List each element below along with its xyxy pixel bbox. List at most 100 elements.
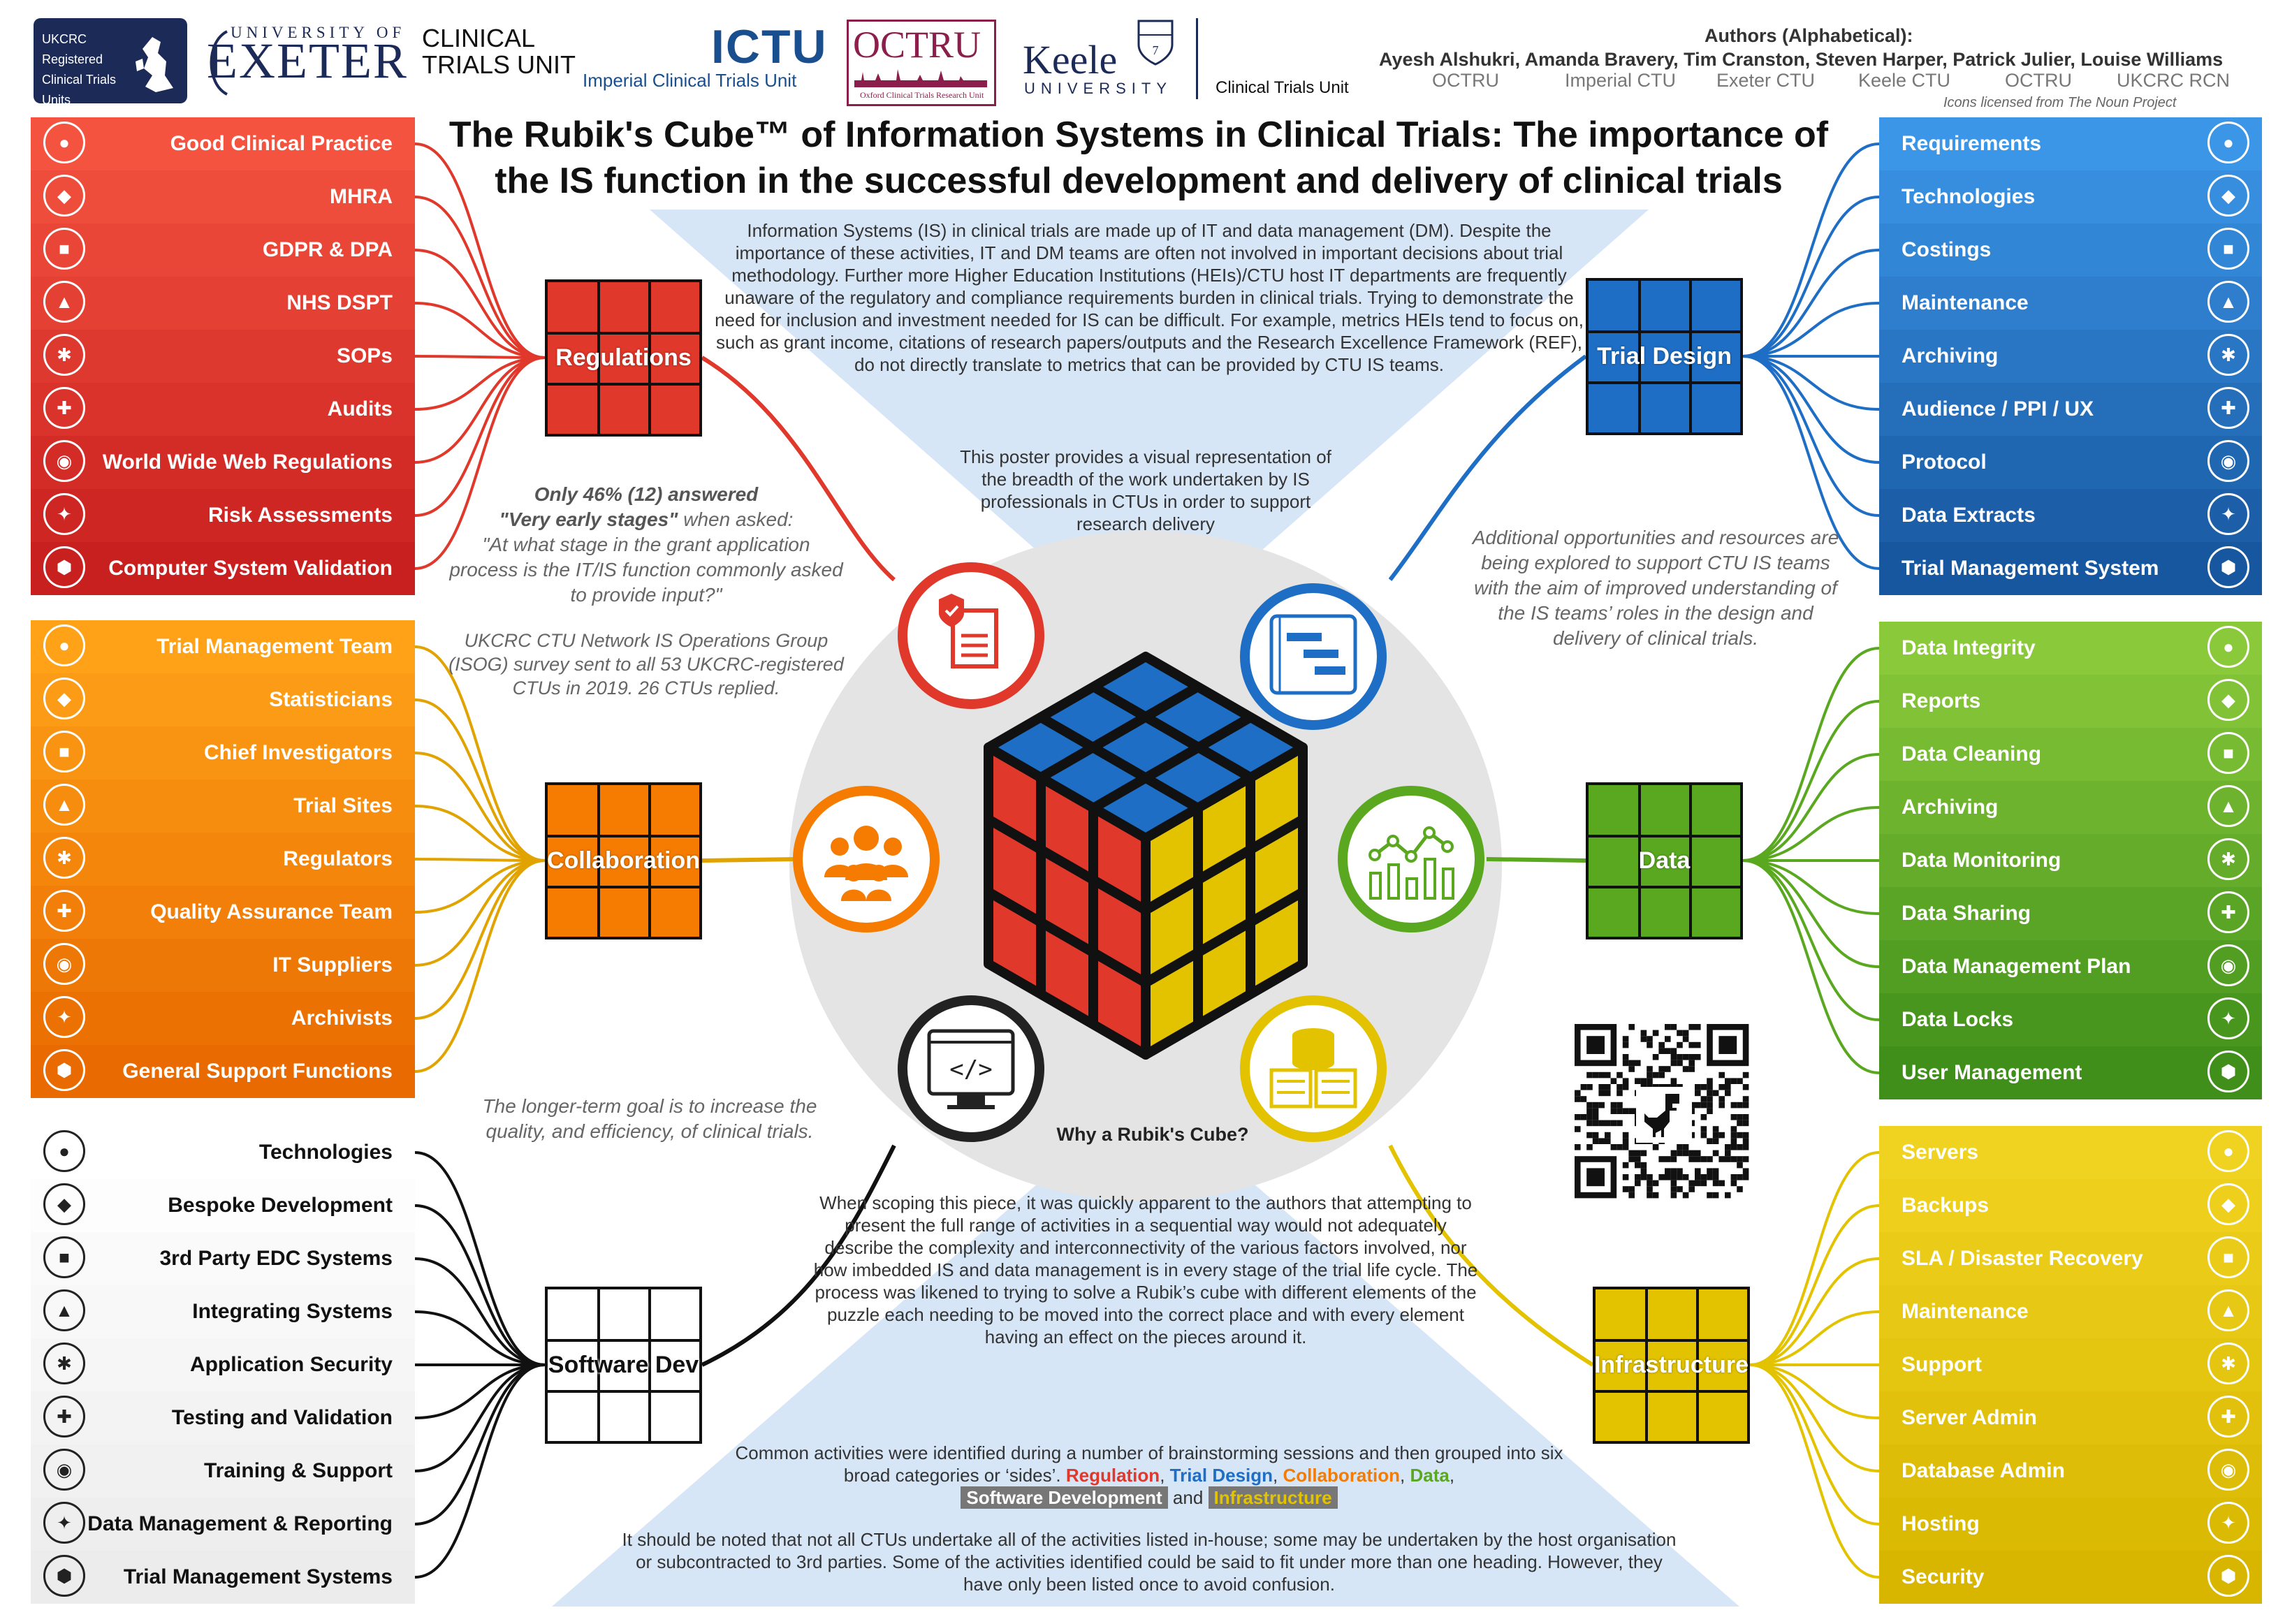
- tms-icon: ⬢: [43, 1555, 85, 1597]
- additional-opportunities-text: Additional opportunities and resources a…: [1472, 527, 1839, 649]
- testing-icon: ✚: [43, 1396, 85, 1438]
- regulations-connector: [414, 356, 546, 411]
- data-connector: [1742, 859, 1880, 1074]
- software-item-label: Technologies: [258, 1141, 393, 1164]
- exeter-swoosh-icon: [210, 30, 228, 96]
- software-list-item: ✦Data Management & Reporting: [31, 1498, 415, 1551]
- software-connector: [414, 1257, 546, 1366]
- survey-answer-bold-2: "Very early stages": [499, 509, 678, 530]
- side-word-collaboration: Collaboration: [1283, 1465, 1401, 1486]
- collaboration-connector: [414, 859, 546, 1073]
- software-connector: [414, 1204, 546, 1366]
- top-triangle: [650, 210, 1649, 650]
- regulations-list-item: ✱SOPs: [31, 330, 415, 383]
- data-center-connector: [1486, 857, 1586, 863]
- trial-design-list-item: ▲Maintenance: [1879, 277, 2262, 330]
- database-admin-icon: ◉: [2207, 1449, 2249, 1491]
- regulations-item-label: MHRA: [330, 185, 393, 208]
- collaboration-center-connector: [701, 857, 797, 863]
- collaboration-list-item: ✱Regulators: [31, 833, 415, 886]
- infrastructure-item-label: Database Admin: [1902, 1459, 2065, 1482]
- shield-lock-icon: ✱: [43, 1343, 85, 1384]
- software-dev-grid-label: Software Dev: [548, 1352, 699, 1378]
- ukcrc-logo-text: UKCRC Registered Clinical Trials Units: [42, 32, 117, 107]
- headset-icon: ✱: [2207, 1343, 2249, 1384]
- data-connector: [1742, 859, 1880, 968]
- trial-design-connector: [1742, 355, 1880, 517]
- collaboration-list-item: ▲Trial Sites: [31, 780, 415, 833]
- long-term-goal-text: The longer-term goal is to increase the …: [482, 1095, 817, 1142]
- collaboration-list-item: ◉IT Suppliers: [31, 939, 415, 992]
- authors-heading: Authors (Alphabetical):: [1705, 25, 1913, 46]
- infrastructure-item-label: Backups: [1902, 1194, 1990, 1217]
- data-connector: [1742, 753, 1880, 862]
- trial-design-list-item: ✚Audience / PPI / UX: [1879, 383, 2262, 436]
- survey-answer-bold-1: Only 46% (12) answered: [534, 483, 759, 505]
- bar-chart-eye-icon: ✱: [2207, 838, 2249, 880]
- share-doc-icon: ✚: [2207, 891, 2249, 933]
- regulations-connector: [414, 356, 546, 570]
- regulations-list-item: ⬢Computer System Validation: [31, 542, 415, 595]
- software-list-item: ◆Bespoke Development: [31, 1179, 415, 1232]
- exeter-wordmark: EXETER: [207, 33, 408, 89]
- trial-design-list-item: ⬢Trial Management System: [1879, 542, 2262, 595]
- regulations-item-label: Risk Assessments: [207, 504, 393, 527]
- collaboration-item-label: IT Suppliers: [272, 953, 393, 976]
- data-connector: [1742, 859, 1880, 915]
- regulations-grid-label: Regulations: [555, 344, 692, 371]
- trial-design-grid: Trial Design: [1586, 278, 1743, 435]
- software-item-label: Data Management & Reporting: [87, 1512, 393, 1535]
- plan-gear-icon: ◉: [2207, 944, 2249, 986]
- data-list-item: ⬢User Management: [1879, 1046, 2262, 1099]
- software-item-label: 3rd Party EDC Systems: [159, 1247, 393, 1270]
- collaboration-connector: [414, 859, 546, 967]
- data-connector: [1742, 700, 1880, 862]
- regulator-icon: ✱: [43, 837, 85, 879]
- team-icon: ●: [43, 624, 85, 666]
- data-list-item: ✦Data Locks: [1879, 993, 2262, 1046]
- svg-text:</>: </>: [949, 1055, 992, 1083]
- collaboration-item-label: Quality Assurance Team: [150, 900, 393, 923]
- infrastructure-list-item: ✱ Support: [1879, 1338, 2262, 1391]
- collaboration-team-icon: [793, 786, 940, 932]
- document-lock-icon: ■: [43, 228, 85, 270]
- integration-icon: ▲: [43, 1289, 85, 1331]
- icons-credit: Icons licensed from The Noun Project: [1943, 95, 2177, 110]
- side-word-trial-design: Trial Design: [1169, 1465, 1273, 1486]
- data-item-label: Data Integrity: [1902, 636, 2036, 659]
- trial-design-item-label: Audience / PPI / UX: [1902, 397, 2094, 420]
- edc-icon: ■: [43, 1236, 85, 1278]
- side-word-data: Data: [1410, 1465, 1450, 1486]
- infrastructure-connector: [1749, 1363, 1880, 1472]
- software-item-label: Testing and Validation: [171, 1406, 393, 1429]
- database-download-icon: ✦: [2207, 493, 2249, 535]
- server-admin-icon: ✚: [2207, 1396, 2249, 1438]
- archivist-icon: ✦: [43, 996, 85, 1038]
- regulations-item-label: World Wide Web Regulations: [102, 451, 393, 474]
- monitor-check-icon: ⬢: [43, 546, 85, 588]
- regulations-list-item: ▲NHS DSPT: [31, 277, 415, 330]
- regulations-connector: [414, 356, 546, 464]
- software-item-label: Trial Management Systems: [123, 1565, 393, 1588]
- tech-icon: ●: [43, 1130, 85, 1172]
- survey-answer-when-asked: when asked:: [683, 509, 794, 530]
- code-window-icon: ◆: [43, 1183, 85, 1225]
- regulations-item-label: GDPR & DPA: [262, 238, 393, 261]
- collaboration-connector: [414, 859, 546, 1020]
- infrastructure-item-label: Support: [1902, 1353, 1982, 1376]
- software-list-item: ▲Integrating Systems: [31, 1285, 415, 1338]
- archive-box-icon: ✱: [2207, 334, 2249, 376]
- regulations-center-connector: [701, 356, 896, 582]
- infrastructure-item-label: Servers: [1902, 1141, 1979, 1164]
- data-connector: [1742, 647, 1880, 862]
- collaboration-item-label: Trial Sites: [293, 794, 393, 817]
- data-list-item: ✱Data Monitoring: [1879, 834, 2262, 887]
- trial-design-list-item: ◉Protocol: [1879, 436, 2262, 489]
- regulations-list-item: ◉World Wide Web Regulations: [31, 436, 415, 489]
- trial-design-item-label: Archiving: [1902, 344, 1999, 367]
- infrastructure-list-item: ⬢Security: [1879, 1551, 2262, 1604]
- affiliation-1: OCTRU: [1432, 70, 1499, 91]
- software-code-icon: </>: [898, 995, 1044, 1142]
- collaboration-connector: [414, 858, 546, 862]
- exeter-ctu-label: CLINICAL TRIALS UNIT: [422, 24, 576, 79]
